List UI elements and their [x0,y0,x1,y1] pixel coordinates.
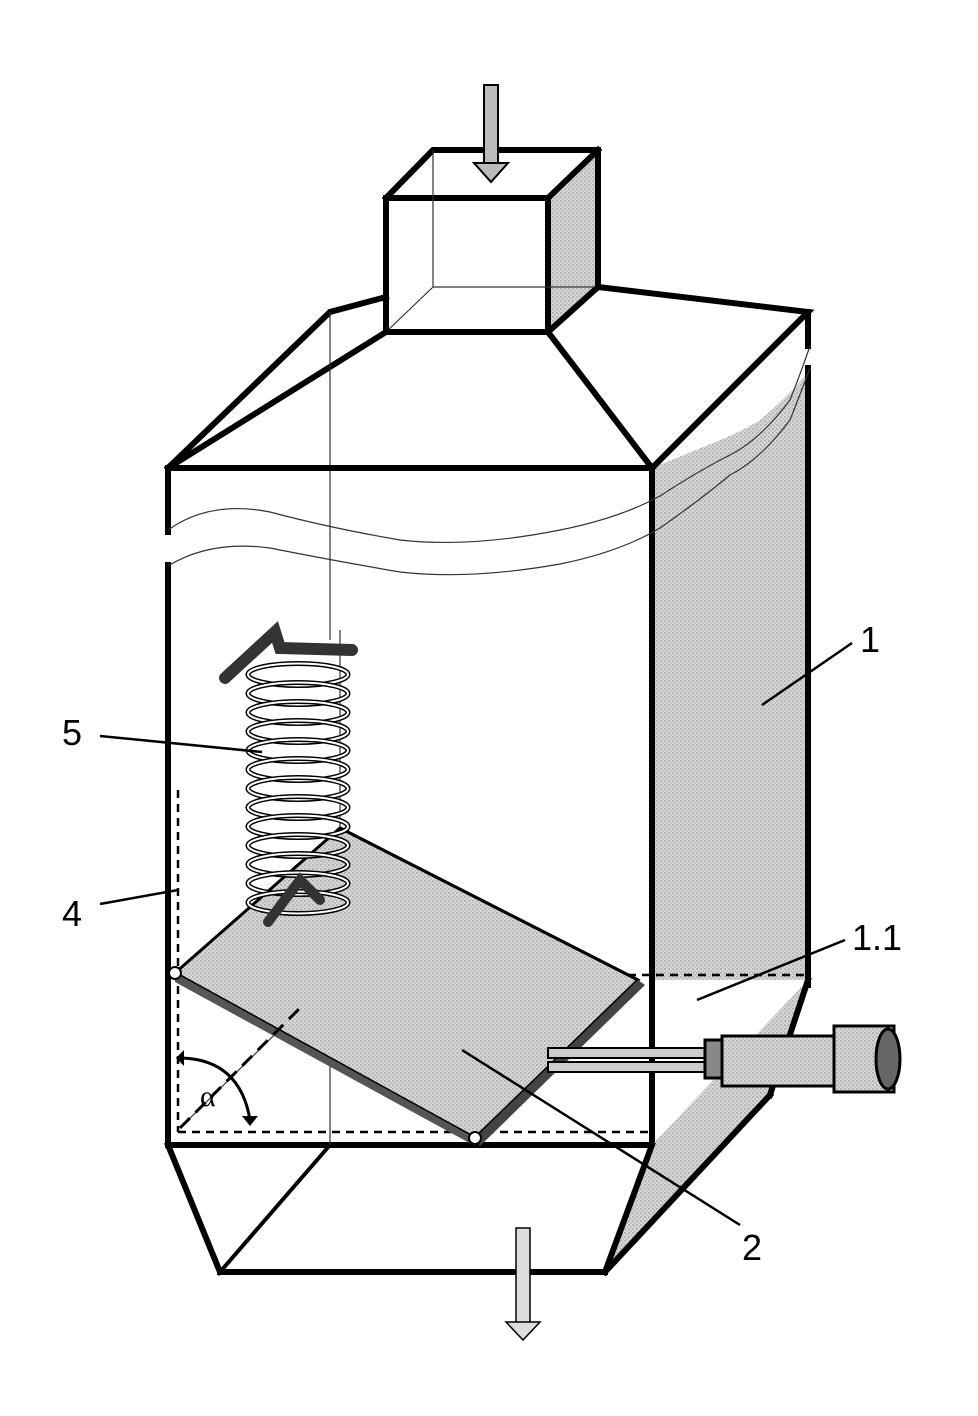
spring-coil-highlight [247,700,349,725]
label-plate: 2 [742,1227,762,1268]
spring-coil-highlight [247,681,349,706]
cutaway-break [167,345,811,576]
label-housing: 1 [860,619,880,660]
spring-coil-highlight [247,795,349,820]
actuator-cylinder [547,1024,902,1094]
roof-side-face [548,287,808,468]
spring-coil-highlight [247,814,349,839]
spring-top-hook [219,621,358,684]
angle-label: α [200,1080,216,1113]
outlet-arrow-icon [504,1227,542,1342]
inlet-arrow-icon [471,84,511,184]
label-spring: 5 [62,712,82,753]
spring-coil-highlight [247,776,349,801]
angle-indicator: α [176,1050,258,1126]
spring-bottom-hook [263,872,325,927]
label-outlet-section: 1.1 [852,917,902,958]
spring-coil-highlight [247,757,349,782]
spring-coil-highlight [247,871,349,896]
spring-coil-highlight [247,662,349,687]
label-guide: 4 [62,893,82,934]
housing-side-face [652,370,810,980]
spring-coil-highlight [247,890,349,915]
tilting-plate [168,826,645,1146]
leader-lines [99,641,853,1227]
housing-front [165,309,811,1148]
spring-coil-highlight [247,833,349,858]
spring-coil-highlight [247,719,349,744]
